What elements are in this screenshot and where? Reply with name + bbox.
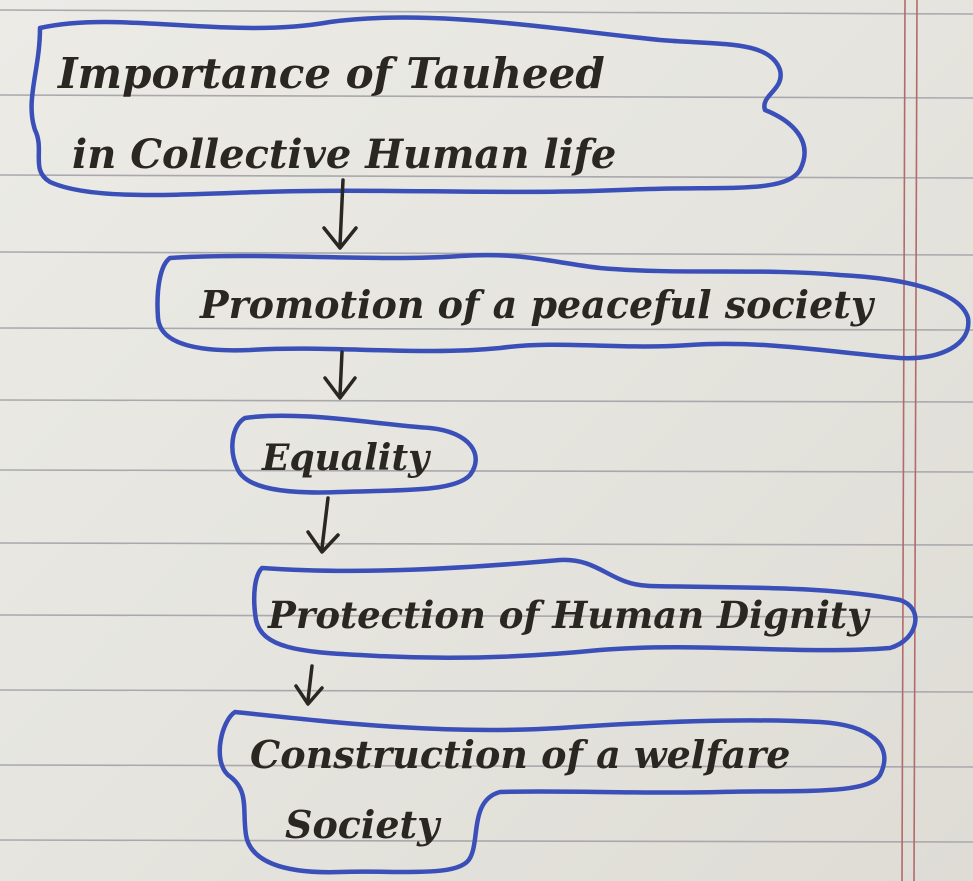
node-label-line: Importance of Tauheed [57,49,605,98]
ruled-lines [0,9,973,843]
node-label-line: Equality [261,437,431,479]
node-welfare-society: Construction of a welfare Society [217,709,887,875]
flow-arrow [294,664,324,706]
node-equality: Equality [230,413,478,495]
node-peaceful-society: Promotion of a peaceful society [155,252,971,361]
node-label-line: Construction of a welfare [250,732,790,777]
node-outline [230,413,478,495]
node-label-line: Protection of Human Dignity [267,593,871,637]
flow-arrow [322,178,358,250]
node-outline [252,557,918,660]
node-human-dignity: Protection of Human Dignity [252,557,918,660]
node-label-line: Society [285,802,442,847]
margin-lines [901,0,918,881]
node-label-line: Promotion of a peaceful society [199,282,876,327]
node-outline [155,252,971,361]
node-outline [29,15,807,198]
flow-arrow [306,496,340,554]
flow-arrow [323,350,357,400]
node-outline [217,709,887,875]
node-importance-of-tauheed: Importance of Tauheed in Collective Huma… [29,15,807,198]
node-label-line: in Collective Human life [72,131,616,178]
